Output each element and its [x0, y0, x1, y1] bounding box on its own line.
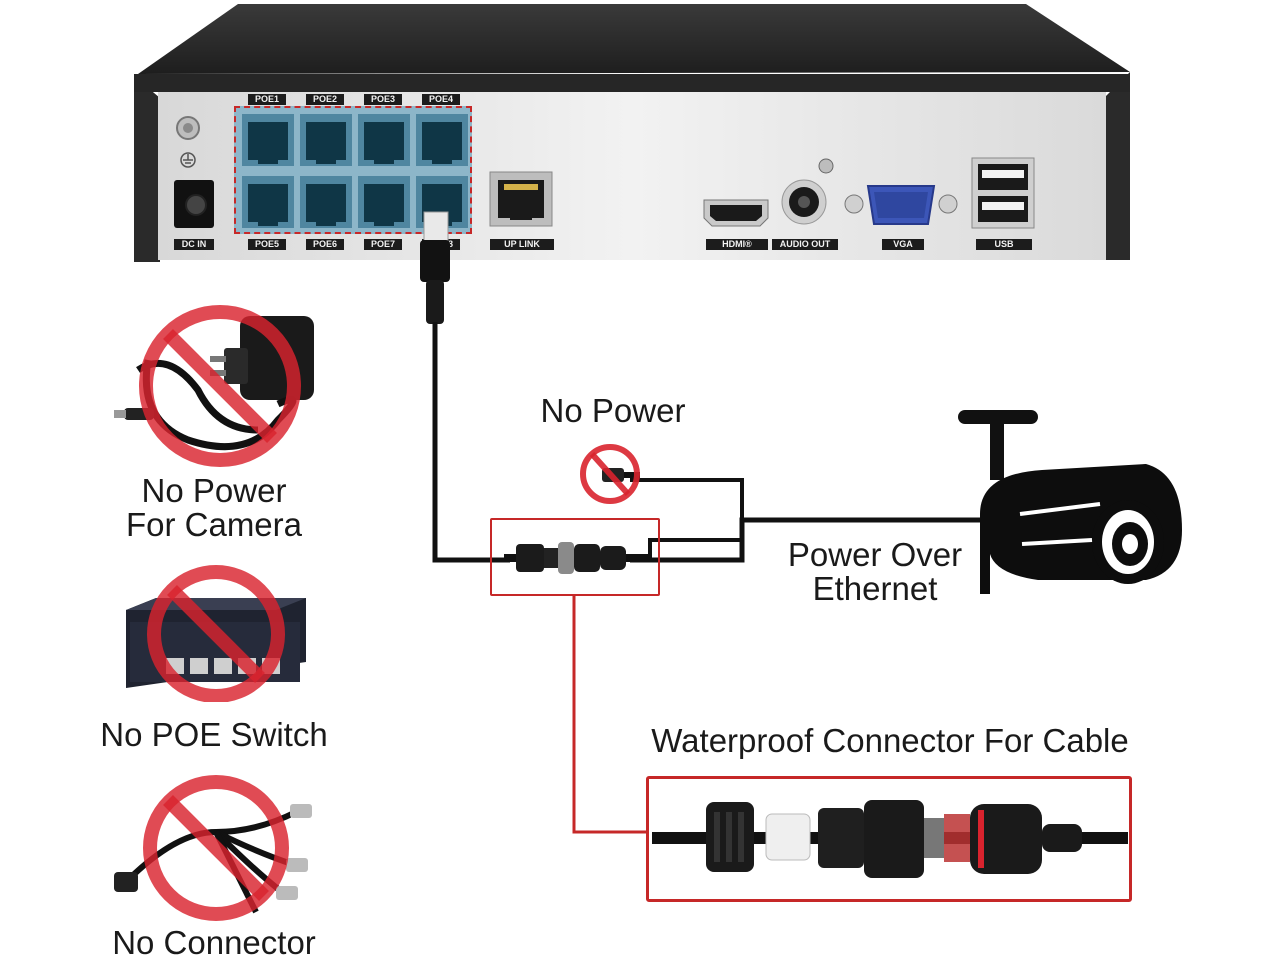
no-power-camera-line2: For Camera: [125, 506, 303, 543]
prohibited-poe-switch: [126, 565, 306, 702]
power-pigtail: [630, 478, 744, 560]
poe1-label: POE1: [248, 94, 286, 105]
poe6-label: POE6: [306, 239, 344, 250]
poe5-label: POE5: [248, 239, 286, 250]
poe-label-line2: Ethernet: [812, 570, 938, 607]
poe7-label: POE7: [364, 239, 402, 250]
poe3-label: POE3: [364, 94, 402, 105]
uplink-port: [489, 171, 553, 227]
no-connector-label: No Connector: [112, 924, 316, 961]
no-power-label: No Power: [540, 392, 686, 429]
waterproof-title: Waterproof Connector For Cable: [651, 722, 1129, 759]
vga-port: [844, 185, 958, 225]
highlight-connector-line: [572, 596, 648, 834]
ground-screw-icon: [176, 116, 200, 168]
nvr-recorder: DC IN POE1 POE2 POE3 POE4 POE5 POE6 POE7…: [0, 0, 1280, 270]
poe-label-line1: Power Over: [787, 536, 963, 573]
waterproof-connector-parts-icon: [652, 800, 1128, 878]
hdmi-port: [703, 199, 769, 227]
hdmi-label: HDMI®: [706, 239, 768, 250]
no-power-camera-line1: No Power: [141, 472, 287, 509]
dc-in-port: [174, 180, 214, 228]
audio-out-label: AUDIO OUT: [772, 239, 838, 250]
prohibited-power-adapter: [114, 305, 314, 467]
poe-ports: [242, 114, 468, 228]
no-power-prohibited-icon: [580, 444, 640, 504]
bullet-camera-icon: [958, 410, 1182, 594]
vga-label: VGA: [882, 239, 924, 250]
rj45-plug: [420, 211, 450, 324]
audio-out-port: [781, 158, 834, 225]
rj45-waterproof-highlight: [490, 518, 660, 596]
usb-label: USB: [976, 239, 1032, 250]
ethernet-cable: [432, 322, 510, 563]
uplink-label: UP LINK: [490, 239, 554, 250]
waterproof-connector-box: [646, 776, 1132, 902]
poe4-label: POE4: [422, 94, 460, 105]
prohibited-splitter-cable: [114, 775, 312, 921]
poe2-label: POE2: [306, 94, 344, 105]
inline-connector-icon: [504, 542, 648, 574]
usb-ports: [971, 157, 1035, 229]
dc-in-label: DC IN: [174, 239, 214, 250]
no-poe-switch-label: No POE Switch: [100, 716, 328, 753]
